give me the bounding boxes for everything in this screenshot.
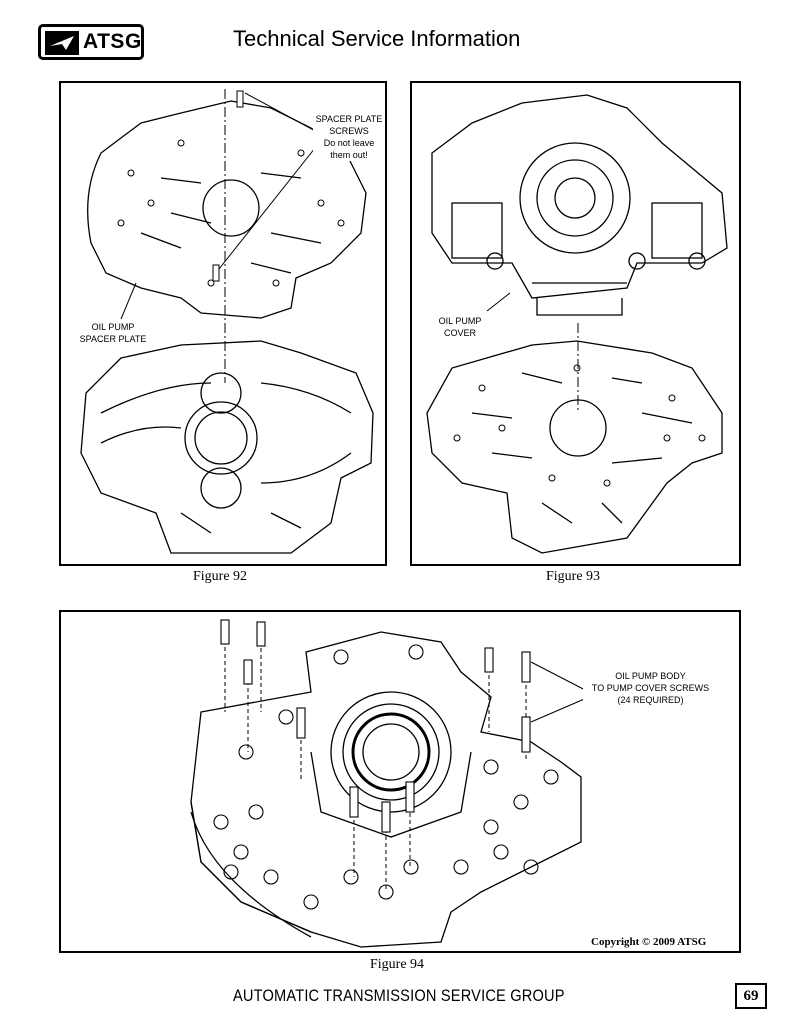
atsg-logo: ATSG <box>38 24 144 60</box>
footer-company-name: AUTOMATIC TRANSMISSION SERVICE GROUP <box>233 986 565 1005</box>
figure-94-caption: Figure 94 <box>370 957 425 972</box>
figure-94-illustration <box>190 619 590 948</box>
figure-93-illustration <box>426 94 728 554</box>
figure-92-caption: Figure 92 <box>193 569 248 584</box>
page-title: Technical Service Information <box>233 26 521 51</box>
logo-emblem-icon <box>45 31 79 55</box>
page-number: 69 <box>735 983 767 1009</box>
figure-93-caption: Figure 93 <box>546 569 601 584</box>
copyright-text: Copyright © 2009 ATSG <box>591 936 707 948</box>
figure-92-illustration <box>80 89 374 554</box>
logo-text: ATSG <box>83 30 142 53</box>
